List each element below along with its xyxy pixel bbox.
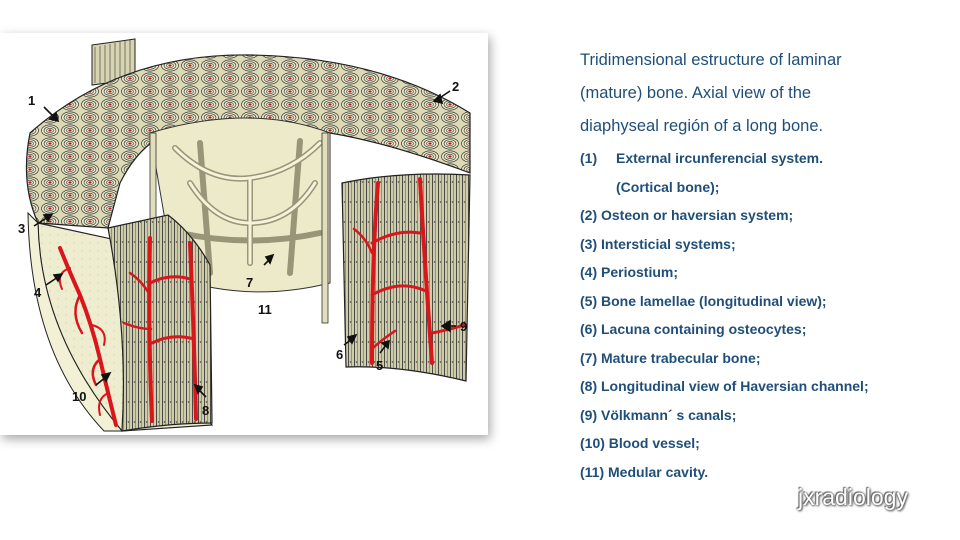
legend-item: (7) Mature trabecular bone; <box>580 344 950 373</box>
diagram-label-6: 6 <box>336 347 343 362</box>
legend-item: (2) Osteon or haversian system; <box>580 201 950 230</box>
legend-item: (3) Intersticial systems; <box>580 230 950 259</box>
bone-structure-illustration: * <box>0 33 488 435</box>
diagram-label-2: 2 <box>452 79 459 94</box>
diagram-label-9: 9 <box>460 319 467 334</box>
diagram-label-4: 4 <box>34 285 42 300</box>
diagram-label-3: 3 <box>18 221 25 236</box>
diagram-label-8: 8 <box>202 403 209 418</box>
legend-item: (4) Periostium; <box>580 258 950 287</box>
diagram-label-7: 7 <box>246 275 253 290</box>
figure-caption: Tridimensional estructure of laminar (ma… <box>580 44 910 143</box>
diagram-label-11: 11 <box>258 302 272 317</box>
legend-item-number: (1) <box>580 144 616 201</box>
diagram-label-10: 10 <box>72 389 86 404</box>
legend-item: (9) Völkmann´ s canals; <box>580 401 950 430</box>
watermark-text: jxradiology <box>798 484 908 511</box>
legend-item: (10) Blood vessel; <box>580 429 950 458</box>
legend-item-text: External ircunferencial system.(Cortical… <box>616 144 846 201</box>
wechat-icon <box>754 481 792 513</box>
legend-item: (5) Bone lamellae (longitudinal view); <box>580 287 950 316</box>
caption-line-1: Tridimensional estructure of laminar <box>580 44 910 77</box>
caption-line-3: diaphyseal región of a long bone. <box>580 110 910 143</box>
diagram-label-1: 1 <box>28 93 35 108</box>
watermark: jxradiology <box>754 480 908 514</box>
legend-list: (1) External ircunferencial system.(Cort… <box>580 144 950 486</box>
legend-item: (6) Lacuna containing osteocytes; <box>580 315 950 344</box>
diagram-label-5: 5 <box>376 358 383 373</box>
legend-item: (1) External ircunferencial system.(Cort… <box>580 144 950 201</box>
bone-diagram-panel: * <box>0 33 488 435</box>
caption-line-2: (mature) bone. Axial view of the <box>580 77 910 110</box>
legend-item: (8) Longitudinal view of Haversian chann… <box>580 372 950 401</box>
